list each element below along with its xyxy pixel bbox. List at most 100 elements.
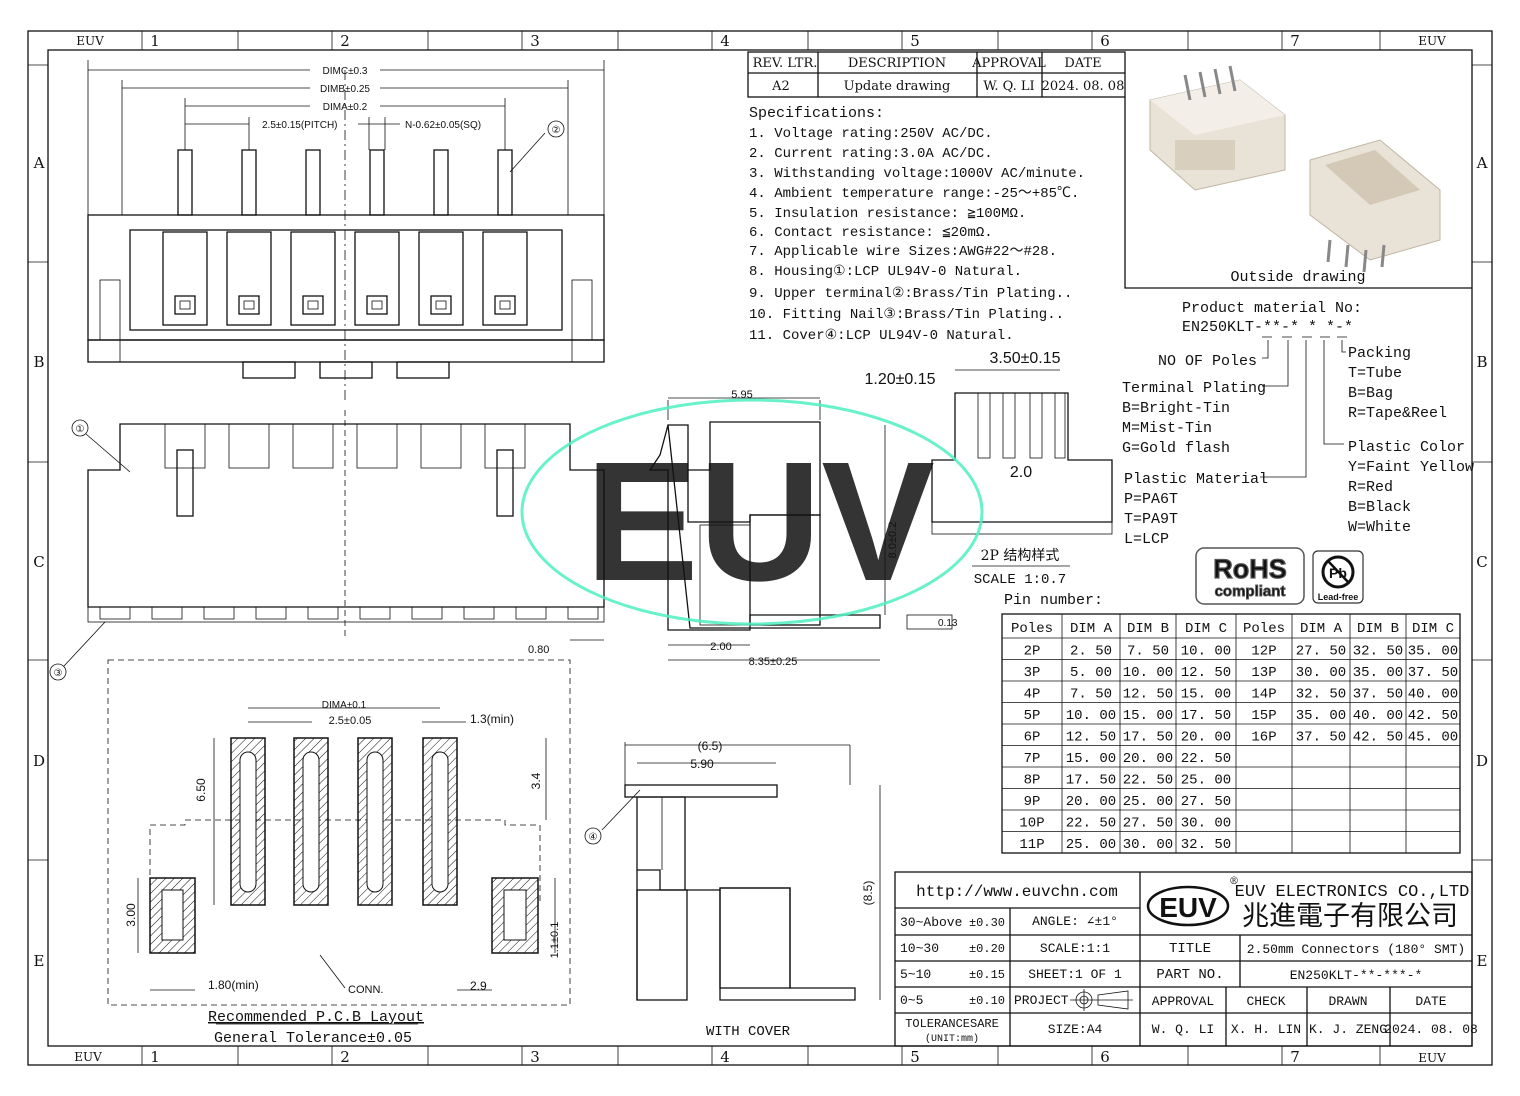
- pcb-650-label: 6.50: [194, 778, 208, 802]
- pin-table-cell: 17. 50: [1123, 730, 1173, 746]
- pin-table-cell: 35. 00: [1353, 665, 1403, 681]
- terminal-cavity: [226, 231, 272, 326]
- specifications-title: Specifications:: [749, 105, 884, 122]
- terminal-pin: [497, 149, 513, 216]
- pin-table-cell: 30. 00: [1181, 816, 1231, 832]
- euv-watermark: EUV: [520, 398, 984, 626]
- dim-120-label: 1.20±0.15: [864, 371, 935, 388]
- product-material-code: EN250KLT-**-* * *-*: [1182, 319, 1353, 336]
- specification-item: 10. Fitting Nail③:Brass/Tin Plating..: [749, 307, 1064, 323]
- project-label: PROJECT: [1014, 993, 1069, 1008]
- balloon-4: ④: [589, 832, 598, 843]
- company-name-cn: 兆進電子有限公司: [1242, 901, 1458, 932]
- specification-item: 11. Cover④:LCP UL94V-0 Natural.: [749, 328, 1014, 344]
- rohs-text: RoHS: [1213, 554, 1287, 584]
- terminal-plating-option: B=Bright-Tin: [1122, 400, 1230, 417]
- zone-row-label: B: [1476, 353, 1487, 371]
- housing-slot: [228, 423, 270, 469]
- pin-table-cell: 8P: [1024, 773, 1041, 789]
- pin-table-cell: 10. 00: [1123, 665, 1173, 681]
- pin-table-header: Poles: [1011, 621, 1053, 637]
- zone-column-label: 3: [530, 32, 540, 50]
- dim-835-label: 8.35±0.25: [749, 656, 798, 668]
- pin-table-cell: 2. 50: [1070, 644, 1112, 660]
- terminal-pin: [241, 149, 257, 216]
- company-logo: EUV: [1159, 892, 1217, 923]
- dim-80-label: 8.0±0.2: [887, 522, 899, 559]
- terminal-cavity: [354, 231, 400, 326]
- general-tolerance: General Tolerance±0.05: [214, 1030, 412, 1047]
- plastic-material-option: L=LCP: [1124, 531, 1169, 548]
- pin-table-cell: 15. 00: [1123, 708, 1173, 724]
- frame-corner-label: EUV: [76, 34, 104, 48]
- check-value: X. H. LIN: [1231, 1022, 1301, 1037]
- company-name-en: EUV ELECTRONICS CO.,LTD: [1235, 883, 1470, 902]
- zone-column-label: 2: [340, 1048, 350, 1066]
- zone-column-label: 4: [720, 1048, 730, 1066]
- pin-table-cell: 35. 00: [1408, 644, 1458, 660]
- approval-value: W. Q. LI: [1152, 1022, 1214, 1037]
- cover-view: (6.5) 5.90 (8.5) ④ WITH COVER: [584, 739, 881, 1040]
- dim-b-label: DIMB±0.25: [320, 84, 370, 95]
- terminal-pin: [433, 149, 449, 216]
- pin-table-cell: 42. 50: [1408, 708, 1458, 724]
- registered-mark: ®: [1229, 876, 1239, 887]
- specification-item: 4. Ambient temperature range:-25～+85℃.: [749, 186, 1079, 202]
- specification-item: 6. Contact resistance: ≦20mΩ.: [749, 225, 993, 241]
- sheet-value: SHEET:1 OF 1: [1028, 967, 1122, 982]
- zone-row-label: E: [34, 952, 45, 970]
- pin-table-cell: 27. 50: [1123, 816, 1173, 832]
- cover-85-label: (8.5): [861, 881, 875, 906]
- pin-table-cell: 15. 00: [1181, 687, 1231, 703]
- specifications: Specifications: 1. Voltage rating:250V A…: [749, 105, 1085, 344]
- two-pole-caption: 2P 结构样式: [981, 548, 1060, 564]
- pin-table-cell: 3P: [1024, 665, 1041, 681]
- scale-07-label: SCALE 1:0.7: [974, 572, 1066, 588]
- balloon-1: ①: [76, 424, 85, 435]
- part-no-value: EN250KLT-**-***-*: [1290, 968, 1423, 983]
- pin-table-cell: 13P: [1251, 665, 1276, 681]
- pin-table-cell: 7. 50: [1070, 687, 1112, 703]
- zone-column-label: 7: [1290, 32, 1300, 50]
- dim-20-label: 2.0: [1010, 464, 1032, 481]
- cover-caption: WITH COVER: [706, 1024, 791, 1040]
- housing-slot: [484, 423, 526, 469]
- packing-option: R=Tape&Reel: [1348, 405, 1447, 422]
- terminal-plating-option: G=Gold flash: [1122, 440, 1230, 457]
- specification-item: 3. Withstanding voltage:1000V AC/minute.: [749, 166, 1085, 182]
- plastic-color-option: R=Red: [1348, 479, 1393, 496]
- drawn-value: K. J. ZENG: [1309, 1022, 1387, 1037]
- frame-corner-label: EUV: [1418, 34, 1446, 48]
- pin-table-cell: 12. 50: [1123, 687, 1173, 703]
- specification-item: 7. Applicable wire Sizes:AWG#22～#28.: [749, 244, 1057, 260]
- tolerance-range: 0~5: [900, 993, 923, 1008]
- pin-table-cell: 7P: [1024, 751, 1041, 767]
- pcb-dima-label: DIMA±0.1: [322, 700, 367, 711]
- housing-slot: [292, 423, 334, 469]
- pin-table-cell: 22. 50: [1066, 816, 1116, 832]
- pin-table-cell: 5. 00: [1070, 665, 1112, 681]
- zone-row-label: D: [33, 752, 45, 770]
- zone-row-label: C: [33, 553, 44, 571]
- terminal-pin: [177, 149, 193, 216]
- pin-table-cell: 16P: [1251, 730, 1276, 746]
- connector-photo-2: [1309, 139, 1441, 273]
- pin-table-cell: 4P: [1024, 687, 1041, 703]
- pin-table-header: DIM B: [1127, 621, 1169, 637]
- unit-label: (UNIT:mm): [925, 1033, 979, 1045]
- product-material-legend: Product material No: EN250KLT-**-* * *-*…: [1122, 300, 1474, 548]
- part-no-label: PART NO.: [1156, 967, 1223, 983]
- frame-corner-label: EUV: [74, 1050, 102, 1064]
- zone-row-label: B: [33, 353, 44, 371]
- rev-header-date: DATE: [1064, 56, 1101, 71]
- plastic-material-label: Plastic Material: [1124, 471, 1268, 488]
- tolerance-range: 10~30: [900, 941, 939, 956]
- dim-080-label: 0.80: [528, 644, 549, 656]
- pin-table-cell: 15P: [1251, 708, 1276, 724]
- plastic-material-option: P=PA6T: [1124, 491, 1178, 508]
- drawn-header: DRAWN: [1328, 994, 1367, 1009]
- drawing-frame: [27, 30, 1493, 1066]
- company-url: http://www.euvchn.com: [916, 883, 1118, 901]
- zone-column-label: 6: [1100, 32, 1110, 50]
- outside-drawing-caption: Outside drawing: [1230, 269, 1365, 286]
